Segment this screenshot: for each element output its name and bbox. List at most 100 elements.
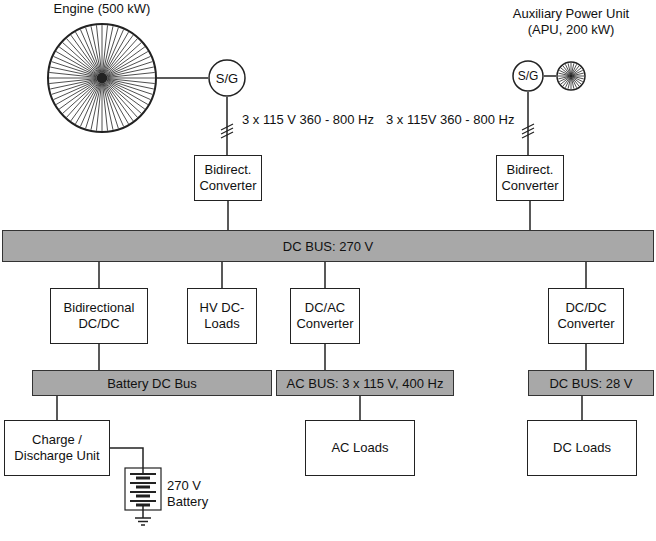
battery-plate — [130, 491, 156, 493]
node-text: Charge / Discharge Unit — [9, 432, 105, 463]
node-text: S/G — [216, 71, 238, 86]
wire-label: 3 x 115 V 360 - 800 Hz — [240, 112, 376, 127]
node-text: Engine (500 kW) — [54, 1, 151, 16]
ground-symbol — [135, 517, 151, 519]
starter-generator: S/G — [208, 59, 246, 97]
battery-symbol-drawing — [124, 462, 162, 526]
node-text: Bidirect. Converter — [199, 162, 257, 193]
wire — [529, 201, 531, 230]
wire — [98, 262, 100, 288]
turbine-blade — [559, 77, 569, 82]
node-text: Bidirectional DC/DC — [55, 300, 143, 331]
converter-box: Bidirectional DC/DC — [50, 288, 148, 344]
turbine-blade — [565, 64, 570, 74]
node-text: HV DC-Loads — [192, 300, 252, 331]
turbine-blade — [54, 56, 97, 75]
wire — [110, 448, 143, 462]
turbine-blade — [107, 72, 154, 77]
converter-box: Charge / Discharge Unit — [4, 420, 110, 476]
unit-label: Auxiliary Power Unit (APU, 200 kW) — [496, 6, 646, 37]
engine-turbine-drawing — [47, 23, 157, 133]
wire — [359, 396, 361, 420]
bus-bar: DC BUS: 270 V — [2, 230, 654, 262]
wire — [527, 92, 529, 155]
apu-turbine-drawing — [556, 61, 586, 91]
battery-plate — [130, 473, 156, 475]
turbine-blade — [76, 32, 100, 73]
turbine-blade — [103, 83, 108, 130]
battery-label: 270 V Battery — [167, 478, 223, 509]
node-text: AC Loads — [331, 440, 388, 456]
turbine-blade — [571, 77, 574, 88]
turbine-hub — [570, 75, 573, 78]
wire — [56, 396, 58, 420]
bus-bar: DC BUS: 28 V — [528, 370, 654, 396]
converter-box: Bidirect. Converter — [194, 155, 262, 201]
turbine-blade — [105, 83, 129, 124]
turbine-blade — [102, 83, 103, 131]
wire — [581, 396, 583, 420]
turbine-blade — [91, 26, 101, 73]
turbine-blade — [106, 82, 141, 114]
wire — [227, 201, 229, 230]
node-text: Battery DC Bus — [107, 376, 197, 391]
turbine-blade — [107, 80, 150, 99]
wire — [585, 344, 587, 370]
bus-bar: AC BUS: 3 x 115 V, 400 Hz — [276, 370, 454, 396]
turbine-blade — [102, 25, 103, 73]
turbine-blade — [572, 73, 583, 76]
wire — [324, 344, 326, 370]
node-text: DC BUS: 28 V — [549, 376, 632, 391]
turbine-blade — [104, 83, 123, 126]
battery-plate — [130, 482, 156, 484]
turbine-blade — [67, 82, 99, 117]
converter-box: DC/DC Converter — [548, 288, 624, 344]
turbine-hub — [97, 73, 108, 84]
turbine-blade — [49, 79, 96, 84]
converter-box: Bidirect. Converter — [496, 155, 564, 201]
turbine-blade — [50, 79, 97, 89]
wire-label: 3 x 115V 360 - 800 Hz — [384, 112, 516, 127]
wire — [544, 75, 556, 77]
turbine-blade — [80, 30, 99, 73]
node-text: DC Loads — [553, 440, 611, 456]
battery-plate — [136, 477, 150, 480]
turbine-blade — [107, 52, 148, 76]
turbine-blade — [572, 70, 582, 75]
turbine-outline — [48, 24, 156, 132]
turbine-outline — [557, 62, 585, 90]
turbine-blade — [80, 83, 99, 126]
node-text: 270 V Battery — [167, 478, 208, 509]
node-text: S/G — [518, 69, 539, 83]
turbine-blade — [107, 78, 155, 79]
wire — [221, 262, 223, 288]
node-text: AC BUS: 3 x 115 V, 400 Hz — [287, 376, 444, 391]
turbine-blade — [54, 80, 97, 99]
unit-label: Engine (500 kW) — [32, 1, 172, 17]
converter-box: DC Loads — [527, 420, 637, 476]
turbine-blade — [558, 76, 569, 79]
turbine-blade — [106, 39, 138, 74]
node-text: DC BUS: 270 V — [283, 239, 373, 254]
battery-plate — [130, 500, 156, 502]
apu-turbine: Auxiliary Power Unit (APU, 200 kW) — [556, 61, 586, 91]
turbine-blade — [103, 83, 113, 130]
node-text: DC/DC Converter — [553, 300, 619, 331]
turbine-blade — [107, 67, 154, 77]
turbine-blade — [107, 56, 150, 75]
starter-generator: S/G — [512, 60, 544, 92]
stroke — [142, 505, 144, 518]
generator-circle — [513, 61, 543, 91]
turbine-blade — [96, 25, 101, 72]
battery-plate — [136, 495, 150, 498]
wire — [157, 77, 208, 79]
battery-plate — [136, 486, 150, 489]
node-text: DC/AC Converter — [295, 300, 355, 331]
node-text: Auxiliary Power Unit (APU, 200 kW) — [513, 6, 629, 37]
converter-box: HV DC-Loads — [187, 288, 257, 344]
bus-bar: Battery DC Bus — [32, 370, 272, 396]
engine-turbine: Engine (500 kW) — [47, 23, 157, 133]
battery-symbol: 270 V Battery — [124, 462, 162, 526]
wire — [585, 262, 587, 288]
converter-box: DC/AC Converter — [290, 288, 360, 344]
